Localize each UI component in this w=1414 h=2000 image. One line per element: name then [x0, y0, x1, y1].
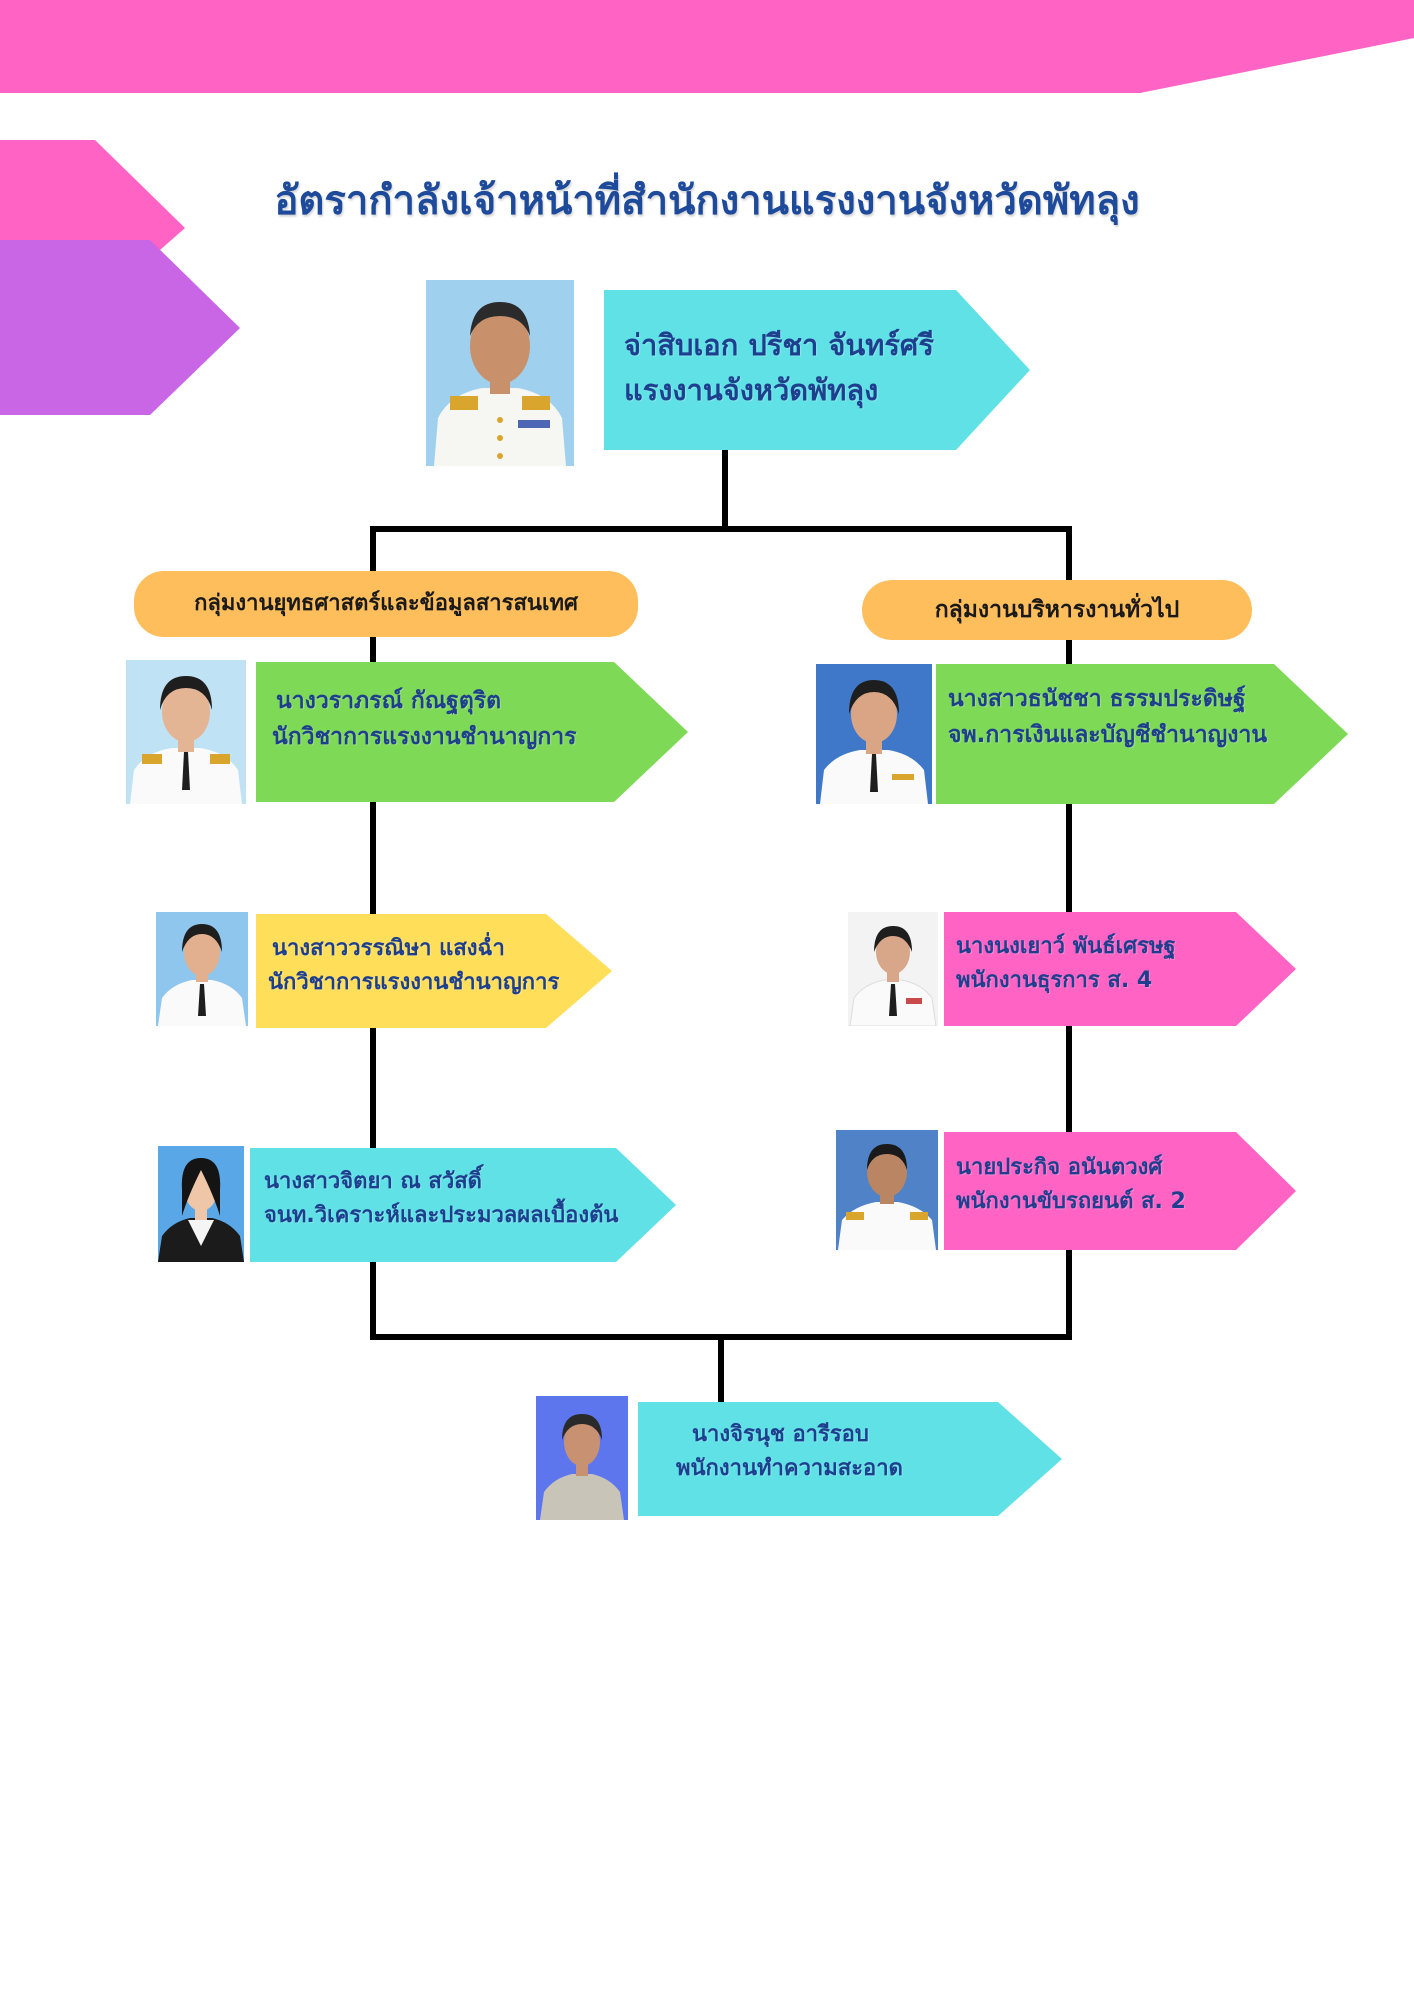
staff-label-left-3: นางสาวจิตยา ณ สวัสดิ์ จนท.วิเคราะห์และปร…	[264, 1165, 618, 1233]
staff-name-bottom: นางจิรนุช อารีรอบ	[692, 1422, 869, 1447]
head-arrow-box	[604, 290, 1030, 450]
staff-photo-left-2	[156, 912, 248, 1026]
staff-arrow-right-2	[944, 912, 1296, 1026]
connector-bottom-down	[718, 1334, 724, 1404]
staff-name-right-1: นางสาวธนัชชา ธรรมประดิษฐ์	[948, 686, 1246, 712]
staff-name-left-3: นางสาวจิตยา ณ สวัสดิ์	[264, 1169, 482, 1194]
head-label: จ่าสิบเอก ปรีชา จันทร์ศรี แรงงานจังหวัดพ…	[624, 323, 934, 413]
head-position: แรงงานจังหวัดพัทลุง	[624, 372, 879, 407]
left-purple-arrow-decoration	[0, 240, 240, 415]
staff-arrow-bottom	[638, 1402, 1062, 1516]
top-banner-decoration	[0, 0, 1414, 93]
head-photo	[426, 280, 574, 466]
staff-position-left-1: นักวิชาการแรงงานชำนาญการ	[272, 723, 577, 750]
staff-position-bottom: พนักงานทำความสะอาด	[676, 1456, 903, 1482]
staff-label-bottom: นางจิรนุช อารีรอบ พนักงานทำความสะอาด	[676, 1418, 903, 1486]
staff-label-right-1: นางสาวธนัชชา ธรรมประดิษฐ์ จพ.การเงินและบ…	[948, 682, 1267, 753]
staff-arrow-right-3	[944, 1132, 1296, 1250]
connector-top-bar	[370, 526, 1072, 532]
staff-position-left-3: จนท.วิเคราะห์และประมวลผลเบื้องต้น	[264, 1203, 619, 1229]
staff-label-left-1: นางวราภรณ์ กัณฐตุริต นักวิชาการแรงงานชำน…	[272, 684, 577, 755]
staff-position-right-1: จพ.การเงินและบัญชีชำนาญงาน	[948, 721, 1268, 748]
connector-head-down	[722, 450, 728, 530]
staff-position-right-3: พนักงานขับรถยนต์ ส. 2	[956, 1189, 1186, 1215]
staff-label-right-3: นายประกิจ อนันตวงศ์ พนักงานขับรถยนต์ ส. …	[956, 1151, 1186, 1219]
staff-arrow-left-1	[256, 662, 688, 802]
staff-name-left-2: นางสาววรรณิษา แสงฉ่ำ	[272, 936, 505, 961]
staff-photo-left-1	[126, 660, 246, 804]
staff-name-right-2: นางนงเยาว์ พันธ์เศรษฐ	[956, 934, 1176, 959]
head-name: จ่าสิบเอก ปรีชา จันทร์ศรี	[624, 328, 934, 362]
staff-arrow-left-2	[256, 914, 612, 1028]
staff-position-right-2: พนักงานธุรการ ส. 4	[956, 968, 1153, 994]
page-title: อัตรากำลังเจ้าหน้าที่สำนักงานแรงงานจังหว…	[274, 178, 1140, 224]
group-pill-left: กลุ่มงานยุทธศาสตร์และข้อมูลสารสนเทศ	[134, 571, 638, 637]
staff-photo-bottom	[536, 1396, 628, 1520]
staff-photo-left-3	[158, 1146, 244, 1262]
staff-photo-right-2	[848, 912, 938, 1026]
staff-arrow-left-3	[250, 1148, 676, 1262]
staff-label-left-2: นางสาววรรณิษา แสงฉ่ำ นักวิชาการแรงงานชำน…	[268, 932, 559, 1000]
staff-label-right-2: นางนงเยาว์ พันธ์เศรษฐ พนักงานธุรการ ส. 4	[956, 930, 1176, 998]
staff-position-left-2: นักวิชาการแรงงานชำนาญการ	[268, 970, 560, 996]
staff-photo-right-1	[816, 664, 932, 804]
staff-name-left-1: นางวราภรณ์ กัณฐตุริต	[276, 688, 502, 714]
left-pink-arrow-decoration	[0, 140, 185, 250]
staff-arrow-right-1	[936, 664, 1348, 804]
staff-photo-right-3	[836, 1130, 938, 1250]
group-pill-right: กลุ่มงานบริหารงานทั่วไป	[862, 580, 1252, 640]
staff-name-right-3: นายประกิจ อนันตวงศ์	[956, 1155, 1163, 1180]
